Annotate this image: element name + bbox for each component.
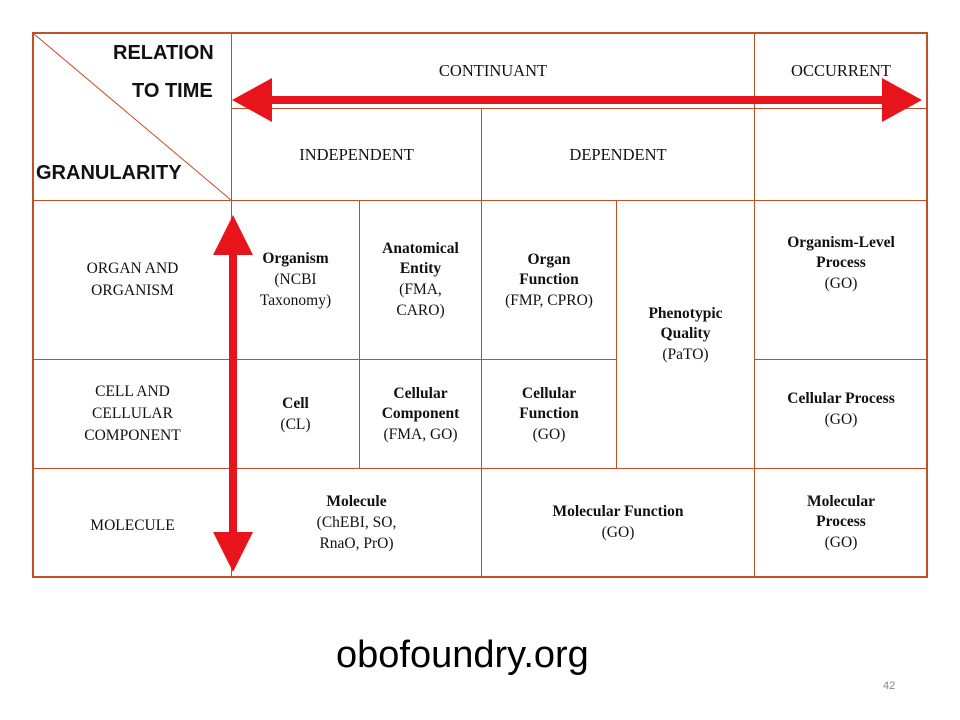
time-arrow-horizontal — [232, 78, 922, 122]
cell-cellular-component: Cellular Component (FMA, GO) — [360, 360, 481, 468]
grid-line-horizontal-cell — [32, 468, 928, 469]
anatomical-entity-term-line2: Entity — [399, 260, 442, 277]
molecular-process-term-line1: Molecular — [806, 493, 875, 510]
organism-source-line1: (NCBI — [274, 271, 317, 288]
cellular-process-term: Cellular Process — [787, 389, 895, 407]
cellular-process-source: (GO) — [824, 410, 858, 428]
slide-number: 42 — [883, 680, 896, 692]
row-label-cell-line2: CELLULAR — [92, 405, 173, 422]
grid-line-horizontal-organ-right — [754, 359, 928, 360]
header-independent: INDEPENDENT — [232, 109, 481, 200]
cell-anatomical-entity: Anatomical Entity (FMA, CARO) — [360, 201, 481, 359]
cell-organism: Organism (NCBI Taxonomy) — [232, 201, 359, 359]
molecule-source-line1: (ChEBI, SO, — [316, 513, 397, 531]
cellular-function-term-line1: Cellular — [521, 384, 577, 402]
grid-line-vertical-independent-end — [481, 108, 482, 578]
row-label-cell-line1: CELL AND — [95, 383, 170, 400]
organ-function-source: (FMP, CPRO) — [505, 291, 593, 309]
anatomical-entity-source-line2: CARO) — [396, 302, 445, 319]
cell-term: Cell — [282, 394, 309, 412]
relation-to-time-label-line2: TO TIME — [132, 80, 213, 102]
phenotypic-quality-term-line2: Quality — [660, 325, 711, 342]
row-label-organ-line2: ORGANISM — [91, 282, 174, 299]
header-dependent-text: DEPENDENT — [569, 144, 667, 164]
phenotypic-quality-source: (PaTO) — [662, 346, 709, 363]
ontology-table — [32, 32, 928, 578]
grid-line-horizontal-organ-left — [32, 359, 616, 360]
grid-line-vertical-continuant-end — [754, 32, 755, 578]
cellular-function-term-line2: Function — [519, 404, 579, 422]
cell-cell: Cell (CL) — [232, 360, 359, 468]
organism-term: Organism — [262, 250, 329, 267]
cell-cellular-function: Cellular Function (GO) — [482, 360, 616, 468]
cellular-component-term-line2: Component — [381, 404, 460, 422]
header-occurrent: OCCURRENT — [755, 33, 927, 108]
header-dependent: DEPENDENT — [482, 109, 754, 200]
cell-molecule: Molecule (ChEBI, SO, RnaO, PrO) — [232, 469, 481, 576]
grid-line-vertical-function — [616, 200, 617, 468]
cellular-component-source: (FMA, GO) — [383, 425, 458, 443]
anatomical-entity-source-line1: (FMA, — [399, 281, 442, 298]
phenotypic-quality-term-line1: Phenotypic — [648, 305, 723, 322]
grid-line-vertical-organism — [359, 200, 360, 468]
row-label-cell-line3: COMPONENT — [84, 427, 181, 444]
header-occurrent-text: OCCURRENT — [791, 60, 891, 80]
grid-line-horizontal-header — [231, 108, 928, 109]
molecule-term: Molecule — [326, 492, 387, 510]
molecular-process-source: (GO) — [824, 534, 858, 551]
cell-source: (CL) — [280, 415, 311, 433]
organ-function-term-line2: Function — [519, 270, 579, 288]
molecular-function-source: (GO) — [601, 524, 635, 541]
molecule-source-line2: RnaO, PrO) — [319, 534, 394, 552]
anatomical-entity-term-line1: Anatomical — [382, 240, 459, 257]
molecular-function-term: Molecular Function — [552, 503, 684, 520]
cell-organism-level-process: Organism-Level Process (GO) — [755, 201, 927, 359]
row-label-molecule-text: MOLECULE — [90, 516, 175, 534]
organism-source-line2: Taxonomy) — [259, 292, 332, 309]
cell-phenotypic-quality: Phenotypic Quality (PaTO) — [617, 201, 754, 468]
cell-organ-function: Organ Function (FMP, CPRO) — [482, 201, 616, 359]
relation-to-time-label-line1: RELATION — [113, 42, 214, 64]
obofoundry-link[interactable]: obofoundry.org — [336, 634, 589, 676]
granularity-arrow-vertical — [213, 215, 253, 572]
header-continuant-text: CONTINUANT — [438, 60, 548, 80]
row-label-organ-and-organism: ORGAN AND ORGANISM — [34, 201, 231, 359]
molecular-process-term-line2: Process — [816, 513, 866, 530]
row-label-organ-line1: ORGAN AND — [86, 260, 179, 277]
cell-molecular-process: Molecular Process (GO) — [755, 469, 927, 576]
cell-molecular-function: Molecular Function (GO) — [482, 469, 754, 576]
granularity-label: GRANULARITY — [36, 162, 182, 184]
grid-line-horizontal-header-bottom — [32, 200, 928, 201]
cellular-function-source: (GO) — [532, 425, 566, 443]
row-label-molecule: MOLECULE — [34, 469, 231, 576]
cell-cellular-process: Cellular Process (GO) — [755, 360, 927, 468]
header-independent-text: INDEPENDENT — [299, 144, 414, 164]
organism-level-process-source: (GO) — [824, 274, 858, 292]
organism-level-process-term-line2: Process — [816, 253, 866, 271]
row-label-cell-and-cellular-component: CELL AND CELLULAR COMPONENT — [34, 360, 231, 468]
header-continuant: CONTINUANT — [232, 33, 754, 108]
cellular-component-term-line1: Cellular — [393, 384, 448, 402]
organ-function-term-line1: Organ — [527, 250, 571, 268]
organism-level-process-term-line1: Organism-Level — [787, 233, 895, 251]
